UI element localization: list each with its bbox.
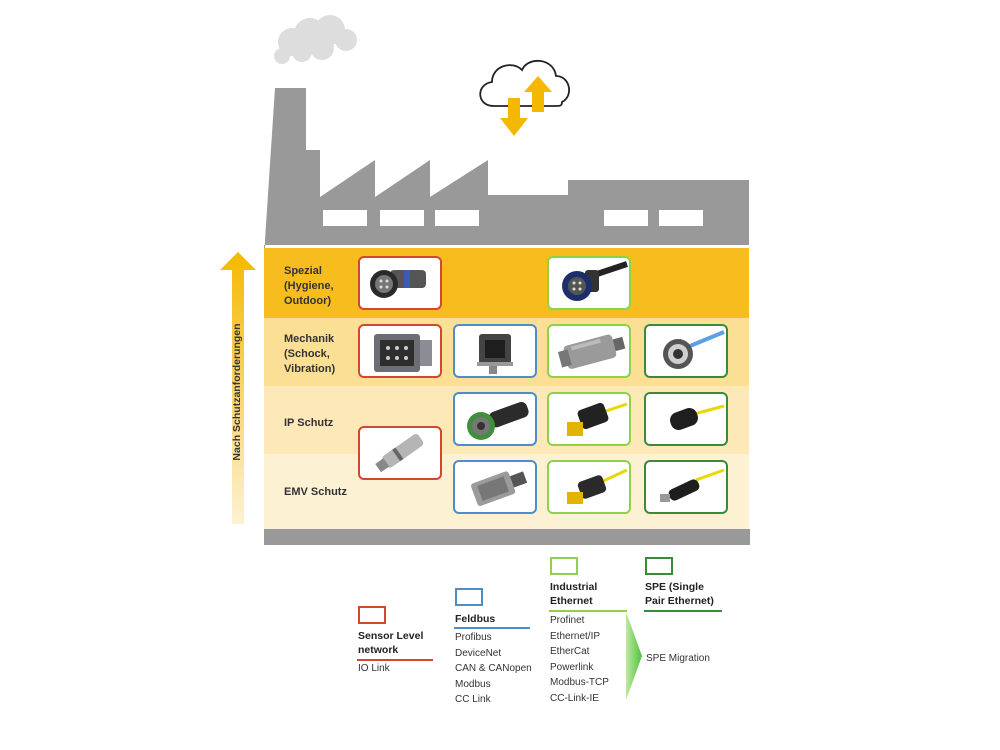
legend-rule-industrial-ethernet	[549, 610, 627, 612]
connector-icon	[670, 404, 725, 430]
row-label-emv-schutz: EMV Schutz	[284, 486, 347, 498]
legend-swatch-sensor-level	[358, 606, 386, 624]
row-label-ip-schutz: IP Schutz	[284, 417, 334, 429]
connector-icon	[370, 270, 426, 298]
connector-icon	[374, 334, 432, 372]
legend-rule-sensor-level	[357, 659, 433, 661]
connector-card-mechanik-ethernet	[547, 324, 631, 378]
row-label-mechanik: Mechanik(Schock,Vibration)	[284, 333, 336, 375]
connector-card-mechanik-spe	[644, 324, 728, 378]
factory-floor	[264, 529, 750, 545]
connector-icon	[375, 434, 424, 473]
connector-icon	[467, 401, 529, 440]
legend-rule-spe	[644, 610, 722, 612]
legend-title-feldbus: Feldbus	[455, 613, 496, 625]
up-arrow-icon	[220, 252, 256, 524]
cloud-icon	[479, 60, 570, 136]
connector-card-mechanik-feldbus	[453, 324, 537, 378]
legend-swatch-industrial-ethernet	[550, 557, 578, 575]
factory-silhouette	[265, 88, 749, 245]
upload-arrow-icon	[524, 76, 552, 112]
legend-item-io-link: IO Link	[358, 663, 390, 674]
connector-card-spezial-sensor	[358, 256, 442, 310]
row-label-spezial: Spezial(Hygiene,Outdoor)	[284, 265, 334, 307]
connector-card-emv-feldbus	[453, 460, 537, 514]
connector-icon	[477, 334, 513, 374]
connector-card-ip-emv-sensor	[358, 426, 442, 480]
y-axis-label: Nach Schutzanforderungen	[231, 323, 243, 461]
connector-card-mechanik-sensor	[358, 324, 442, 378]
smoke-cloud-icon	[274, 15, 357, 64]
download-arrow-icon	[500, 98, 528, 136]
legend-swatch-spe	[645, 557, 673, 575]
connector-icon	[663, 330, 725, 369]
connector-icon	[567, 402, 628, 436]
connector-icon	[660, 468, 725, 502]
connector-card-spezial-ethernet	[547, 256, 631, 310]
legend-item-spe-migration: SPE Migration	[646, 653, 710, 664]
legend-rule-feldbus	[454, 627, 530, 629]
connector-card-ip-ethernet	[547, 392, 631, 446]
connector-card-emv-spe	[644, 460, 728, 514]
connector-icon	[562, 261, 628, 301]
connector-icon	[557, 334, 626, 369]
connector-card-emv-ethernet	[547, 460, 631, 514]
connector-card-ip-feldbus	[453, 392, 537, 446]
connector-card-ip-spe	[644, 392, 728, 446]
migration-arrow-icon	[626, 612, 642, 700]
factory-illustration	[264, 15, 750, 545]
connector-icon	[471, 471, 528, 506]
connector-icon	[567, 468, 628, 504]
legend-swatch-feldbus	[455, 588, 483, 606]
row-spezial	[264, 248, 749, 318]
